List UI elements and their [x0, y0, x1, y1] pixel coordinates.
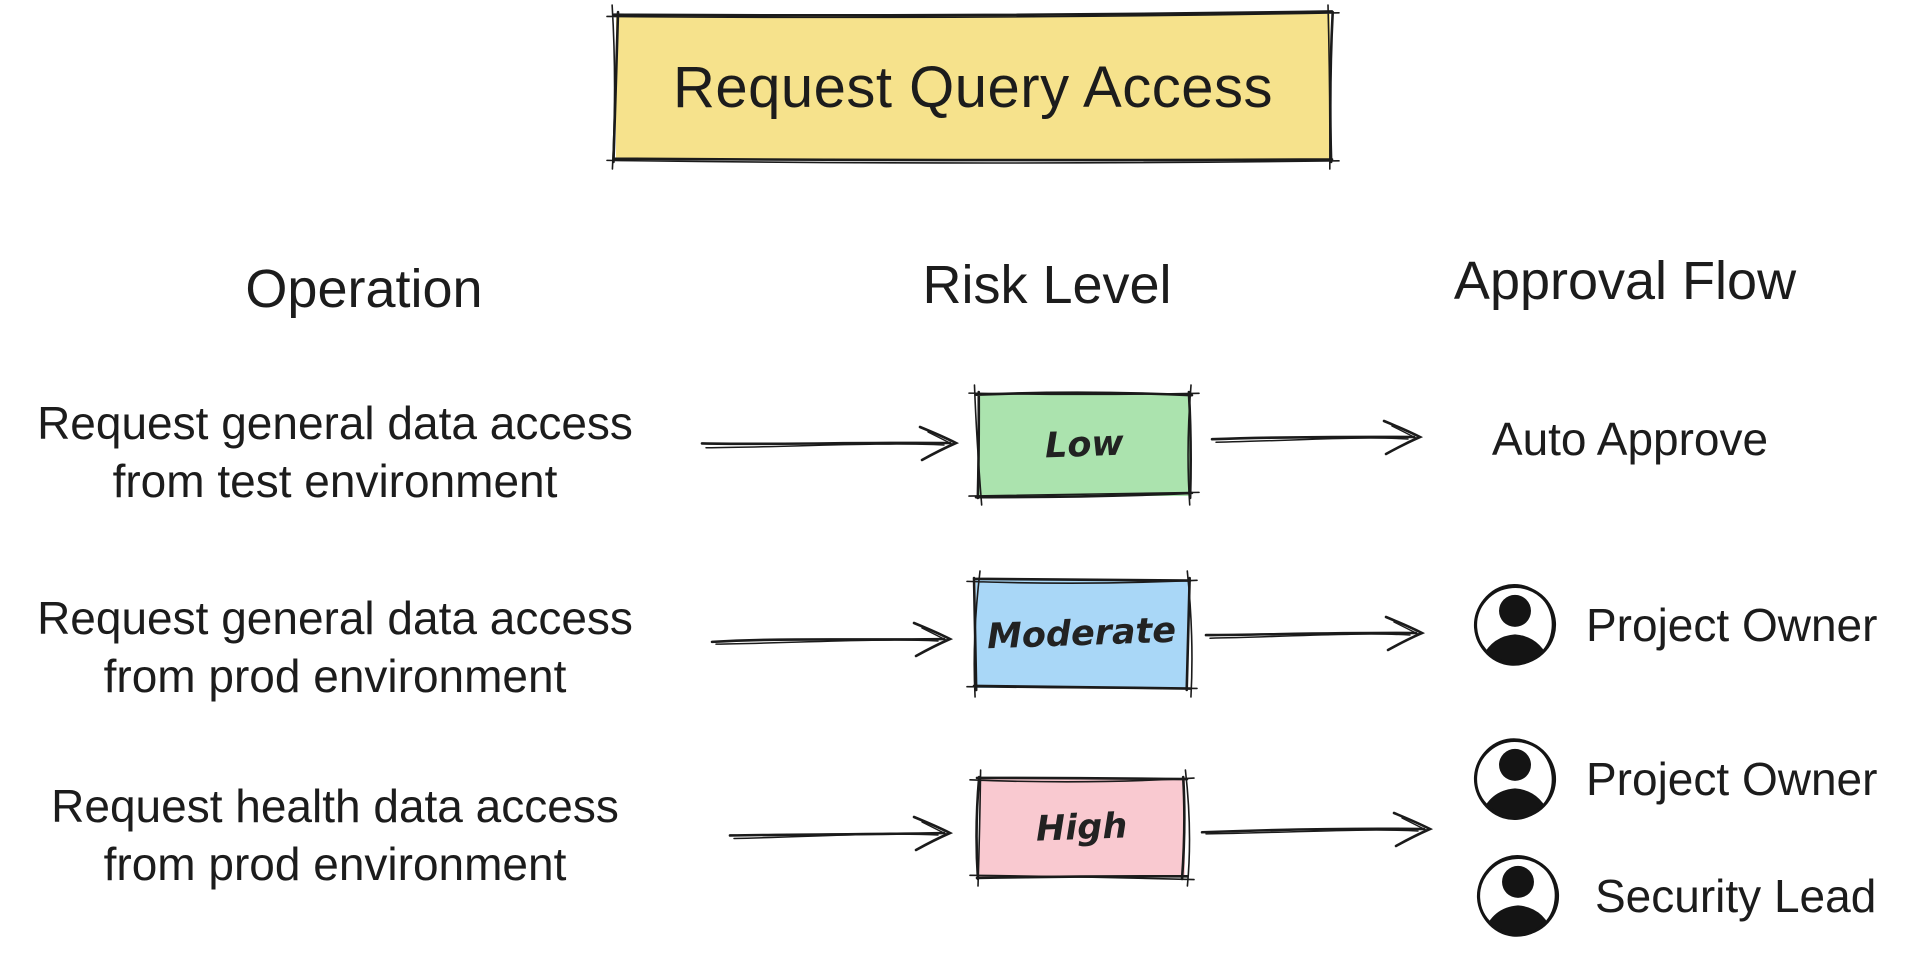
approver-project-owner-row3: Project Owner — [1468, 732, 1877, 826]
page-title: Request Query Access — [673, 54, 1273, 121]
risk-box-high: High — [979, 779, 1185, 877]
operation-text-row2: Request general data access from prod en… — [10, 589, 660, 705]
arrow-icon-row2-operation-to-risk — [710, 617, 952, 661]
person-icon — [1468, 578, 1562, 672]
risk-box-moderate: Moderate — [976, 580, 1188, 688]
operation-text-row1: Request general data access from test en… — [10, 394, 660, 510]
column-header-operation: Operation — [104, 258, 624, 320]
person-icon — [1471, 849, 1565, 943]
approver-label: Project Owner — [1586, 752, 1877, 806]
approver-label: Project Owner — [1586, 598, 1877, 652]
risk-label-high: High — [1036, 806, 1129, 849]
arrow-icon-row1-risk-to-approval — [1210, 415, 1422, 459]
arrow-icon-row3-operation-to-risk — [728, 811, 952, 855]
arrow-icon-row1-operation-to-risk — [700, 421, 958, 465]
person-icon — [1468, 732, 1562, 826]
title-banner: Request Query Access — [616, 14, 1330, 160]
operation-text-row2-line2: from prod environment — [10, 647, 660, 705]
operation-text-row3: Request health data access from prod env… — [10, 777, 660, 893]
approver-auto-approve: Auto Approve — [1450, 412, 1810, 466]
risk-label-moderate: Moderate — [987, 611, 1177, 658]
approver-project-owner-row2: Project Owner — [1468, 578, 1877, 672]
operation-text-row1-line1: Request general data access — [10, 394, 660, 452]
operation-text-row1-line2: from test environment — [10, 452, 660, 510]
operation-text-row3-line2: from prod environment — [10, 835, 660, 893]
approver-security-lead-row3: Security Lead — [1471, 849, 1876, 943]
operation-text-row2-line1: Request general data access — [10, 589, 660, 647]
operation-text-row3-line1: Request health data access — [10, 777, 660, 835]
risk-label-low: Low — [1044, 424, 1124, 467]
column-header-risk-level: Risk Level — [787, 254, 1307, 316]
column-header-approval-flow: Approval Flow — [1365, 250, 1885, 312]
approver-label: Security Lead — [1595, 869, 1876, 923]
arrow-icon-row2-risk-to-approval — [1204, 611, 1424, 655]
arrow-icon-row3-risk-to-approval — [1200, 807, 1432, 851]
risk-box-low: Low — [978, 394, 1190, 496]
